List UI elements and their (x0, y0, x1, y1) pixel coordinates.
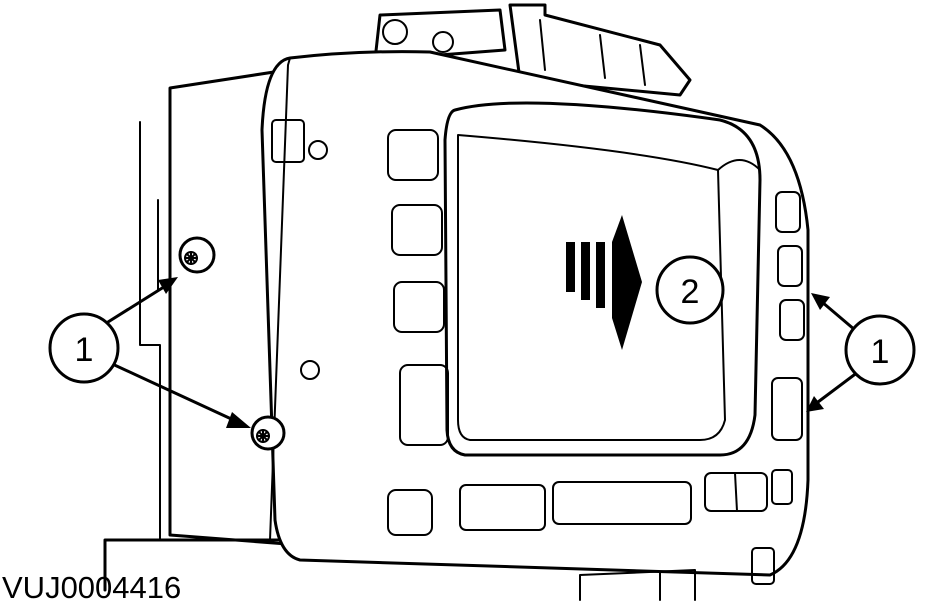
radio-faceplate (260, 50, 810, 601)
callout-right-label: 1 (871, 333, 890, 371)
callout-center: 2 (655, 255, 725, 325)
figure-id: VUJ0004416 (2, 570, 182, 605)
top-connector (373, 3, 692, 97)
callout-left: 1 (48, 277, 251, 428)
removal-direction-arrow-icon (566, 215, 642, 350)
screw-upper-icon (178, 236, 216, 274)
callout-center-label: 2 (681, 273, 700, 311)
callout-right: 1 (806, 293, 916, 412)
callout-left-label: 1 (75, 331, 94, 369)
screw-lower-icon (250, 415, 286, 451)
